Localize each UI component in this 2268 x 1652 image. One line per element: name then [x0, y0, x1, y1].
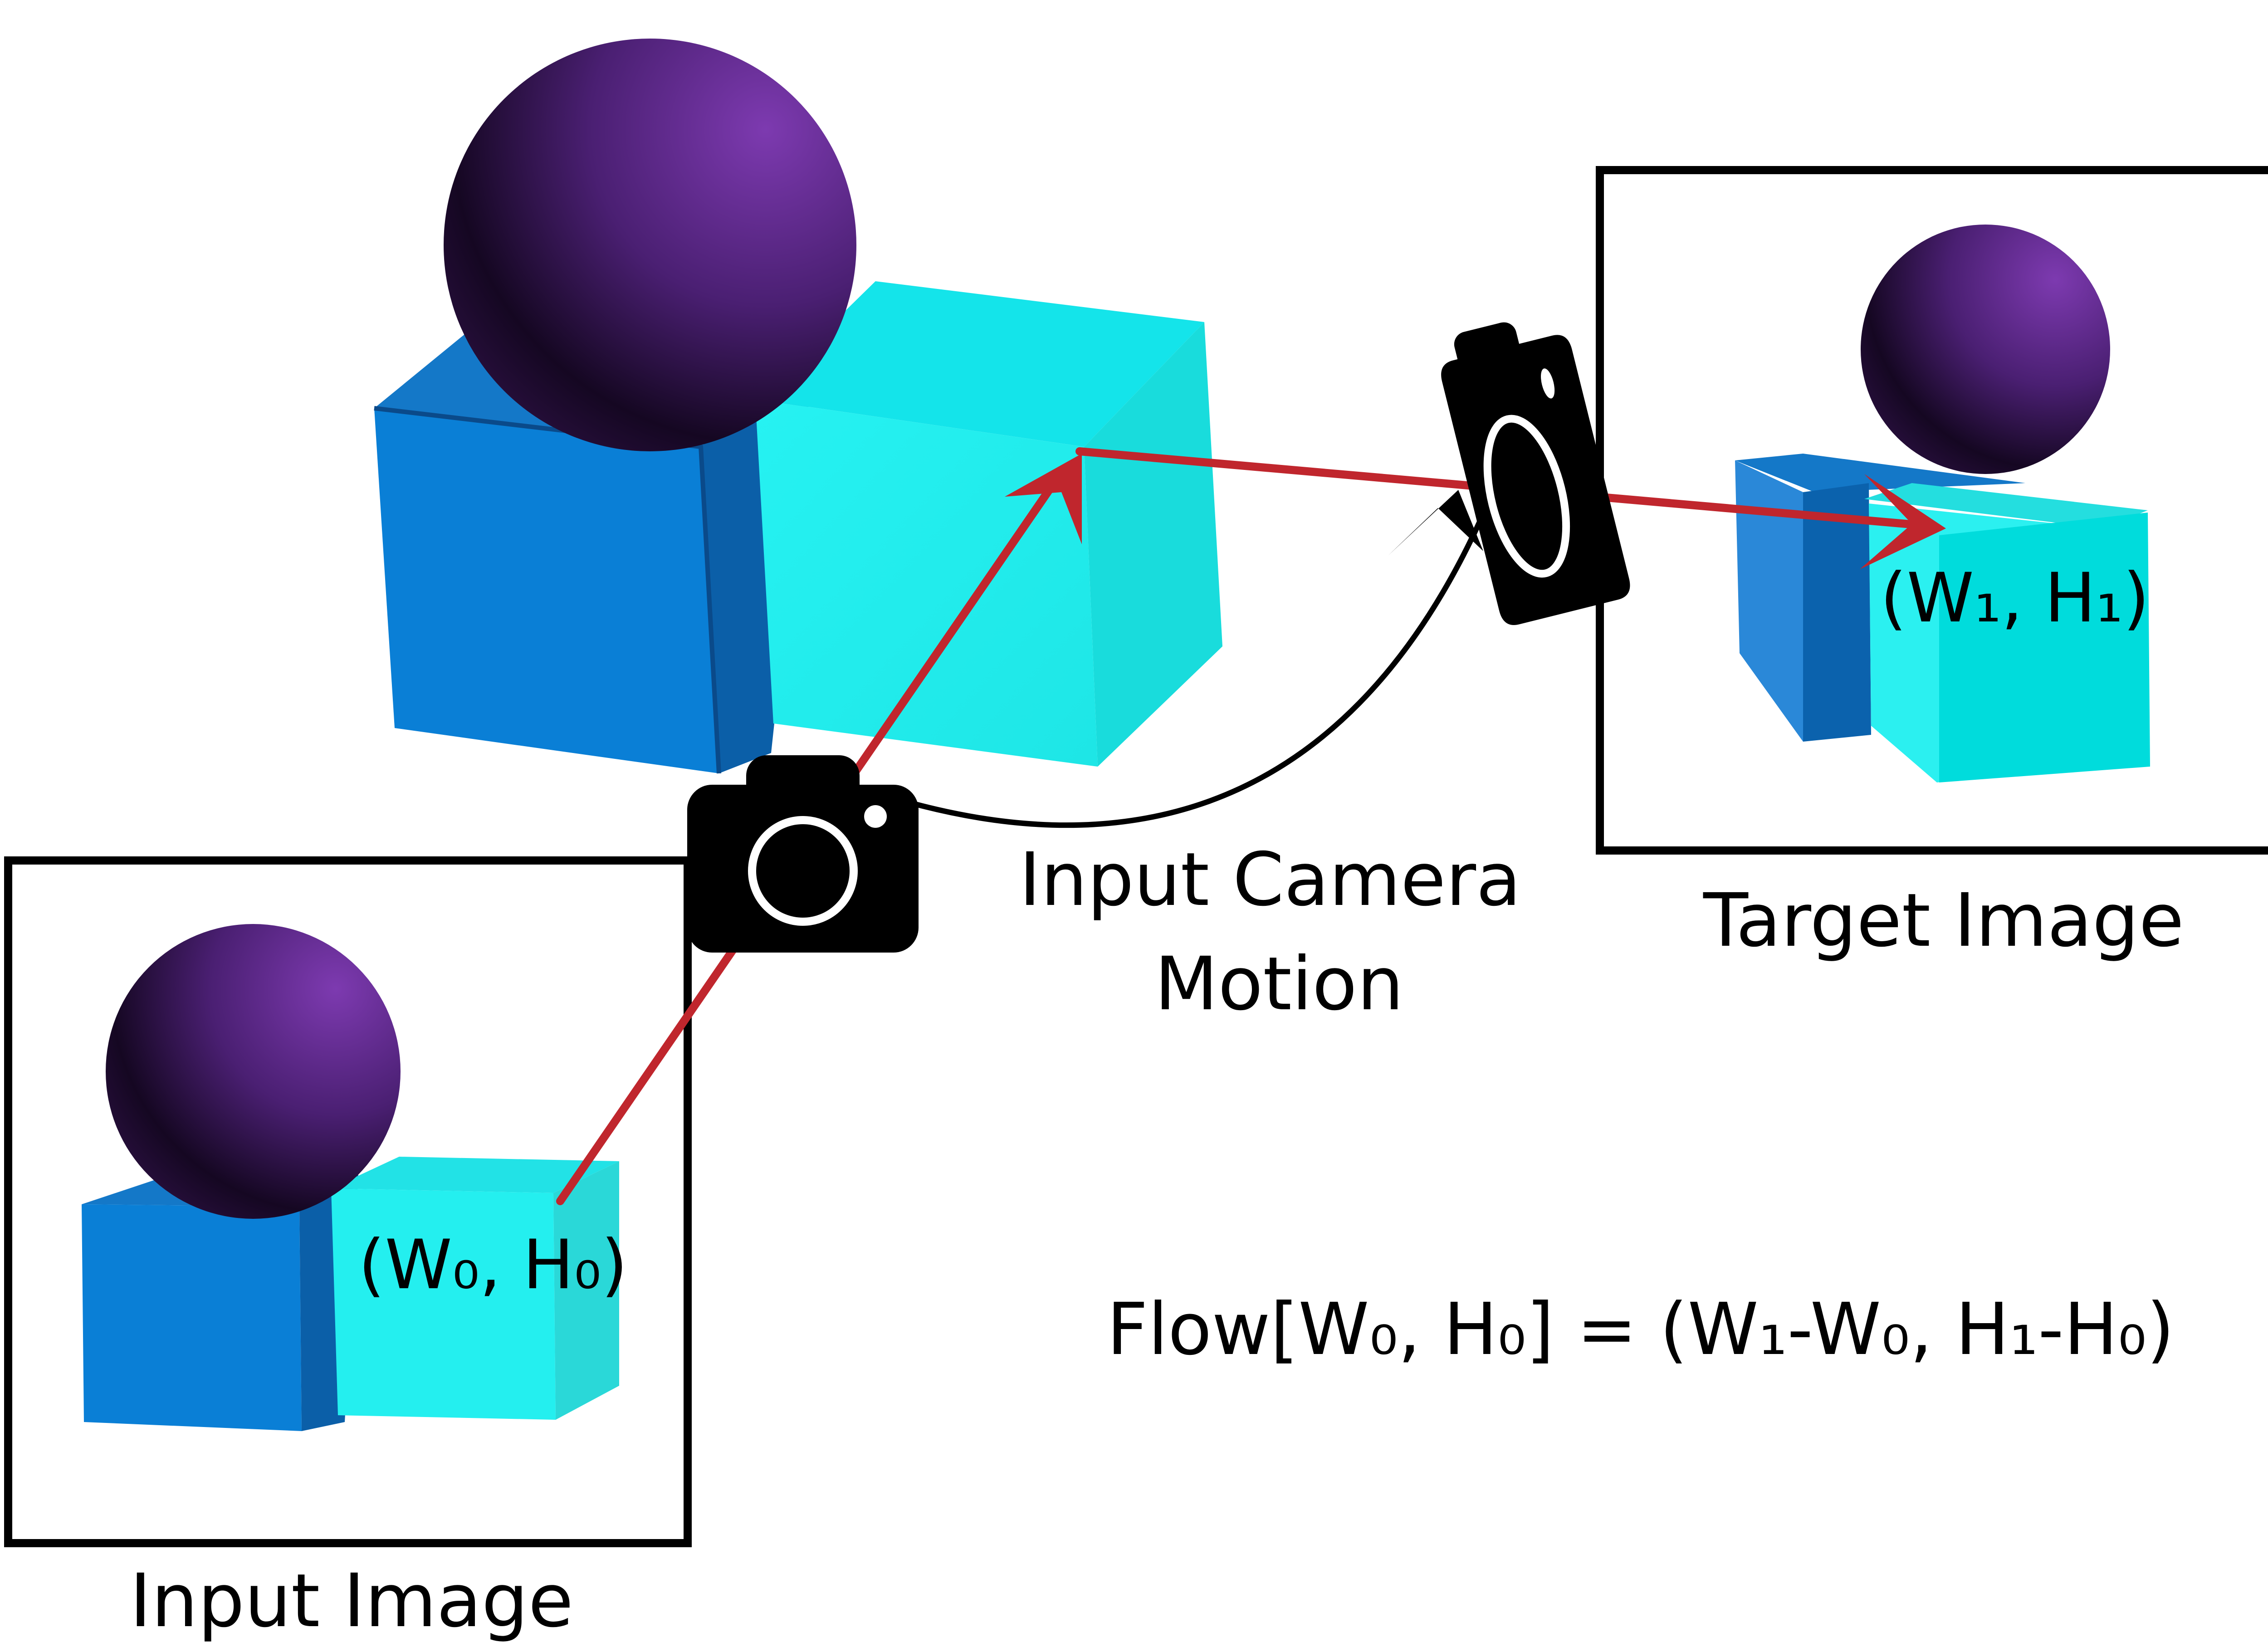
input-image-label: Input Image — [130, 1559, 573, 1644]
target-sphere — [1861, 225, 2110, 474]
input-ray-arrowhead — [1005, 454, 1082, 544]
camera-motion-arc — [884, 490, 1491, 828]
input-image-frame — [4, 856, 692, 1547]
scene-cyan-cube — [755, 281, 1222, 767]
scene-3d — [374, 39, 1222, 774]
camera-motion-arrowhead — [1388, 490, 1483, 556]
target-camera-icon — [1441, 322, 1630, 625]
input-sphere — [106, 924, 401, 1219]
target-point-label: (W₁, H₁) — [1880, 559, 2150, 638]
input-image-panel — [4, 856, 692, 1547]
target-image-panel — [1596, 166, 2268, 855]
input-camera-icon — [687, 755, 919, 953]
target-ray-arrowhead — [1860, 474, 1946, 569]
camera-motion-label-line1: Input Camera — [1019, 837, 1521, 923]
scene-sphere — [444, 39, 856, 451]
flow-formula: Flow[W₀, H₀] = (W₁-W₀, H₁-H₀) — [1107, 1288, 2175, 1371]
camera-motion-label-line2: Motion — [1154, 942, 1403, 1027]
input-point-label: (W₀, H₀) — [358, 1226, 628, 1305]
target-image-label: Target Image — [1703, 878, 2184, 963]
